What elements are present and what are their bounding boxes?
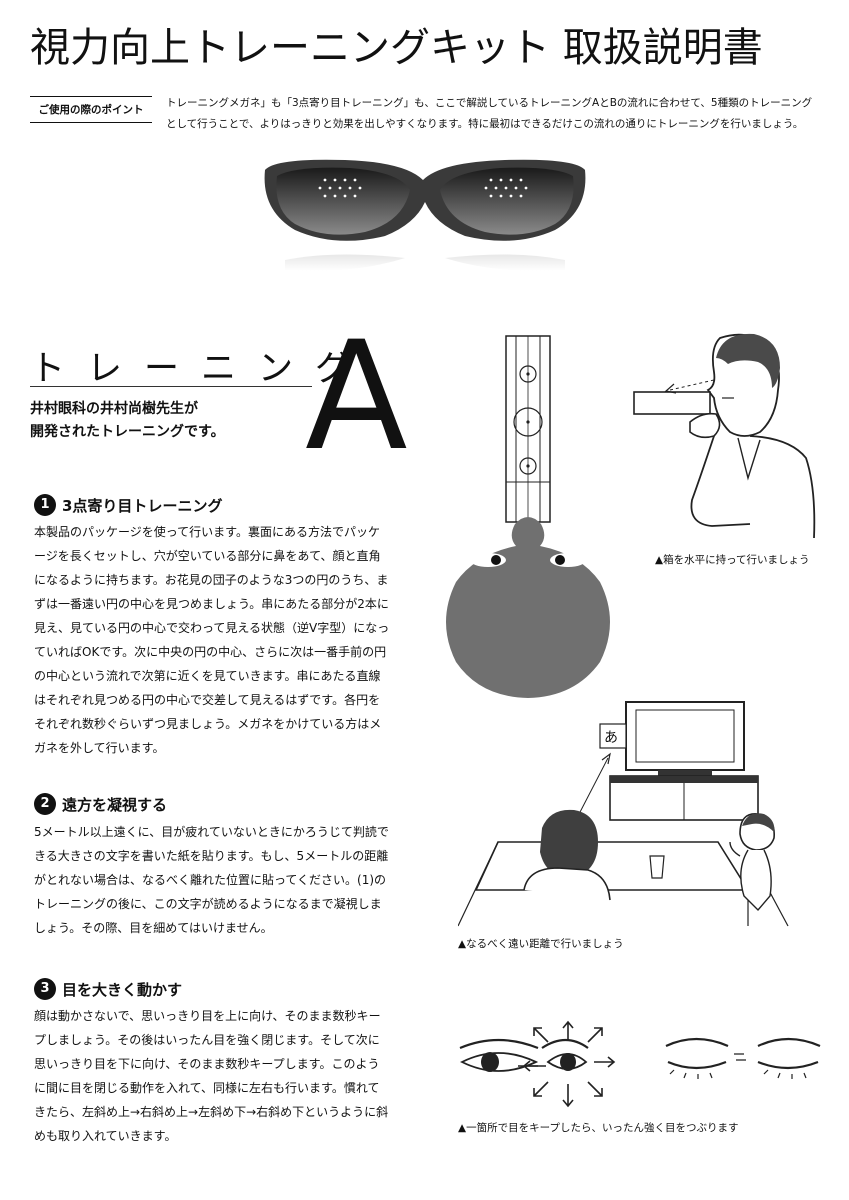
section-3-number: 3 bbox=[34, 978, 56, 1000]
up-arrow-icon: ▲ bbox=[655, 554, 664, 566]
box-caption: ▲箱を水平に持って行いましょう bbox=[655, 554, 810, 566]
training-letter: A bbox=[305, 310, 408, 484]
section-2-number: 2 bbox=[34, 793, 56, 815]
section-2-heading: 2 遠方を凝視する bbox=[34, 793, 167, 815]
eyes-caption: ▲一箇所で目をキープしたら、いったん強く目をつぶります bbox=[458, 1122, 739, 1134]
up-arrow-icon: ▲ bbox=[458, 938, 467, 950]
eight-direction-arrows-icon bbox=[533, 1020, 616, 1108]
distance-viewing-illustration: あ bbox=[458, 701, 789, 927]
section-1-title: 3点寄り目トレーニング bbox=[62, 496, 223, 515]
section-3-title: 目を大きく動かす bbox=[62, 980, 183, 999]
section-3-heading: 3 目を大きく動かす bbox=[34, 978, 182, 1000]
subtitle-line-1: 井村眼科の井村尚樹先生が bbox=[30, 401, 198, 417]
section-2-text: 5メートル以上遠くに、目が疲れていないときにかろうじて判読できる大きさの文字を書… bbox=[34, 825, 389, 935]
section-1-number: 1 bbox=[34, 494, 56, 516]
heading-rule bbox=[30, 386, 312, 387]
section-2-title: 遠方を凝視する bbox=[62, 795, 168, 814]
eye-movement-illustration bbox=[459, 1020, 821, 1108]
training-heading: トレーニング bbox=[30, 349, 373, 389]
page-title: 視力向上トレーニングキット 取扱説明書 bbox=[30, 25, 763, 71]
man-holding-box-illustration bbox=[633, 333, 816, 539]
package-three-circles-illustration bbox=[446, 335, 610, 698]
intro-text: トレーニングメガネ」も「3点寄り目トレーニング」も、ここで解説しているトレーニン… bbox=[166, 97, 813, 130]
tv-sign-text: あ bbox=[604, 730, 618, 746]
section-1-text: 本製品のパッケージを使って行います。裏面にある方法でパッケージを長くセットし、穴… bbox=[34, 525, 390, 755]
up-arrow-icon: ▲ bbox=[458, 1122, 467, 1134]
training-glasses-illustration bbox=[264, 159, 586, 271]
subtitle-line-2: 開発されたトレーニングです。 bbox=[30, 424, 225, 440]
distance-caption: ▲なるべく遠い距離で行いましょう bbox=[458, 938, 624, 950]
usage-point-label: ご使用の際のポイント bbox=[30, 96, 152, 123]
section-1-heading: 1 3点寄り目トレーニング bbox=[34, 494, 222, 516]
training-subtitle: 井村眼科の井村尚樹先生が 開発されたトレーニングです。 bbox=[30, 398, 310, 444]
section-3-text: 顔は動かさないで、思いっきり目を上に向け、そのまま数秒キープしましょう。その後は… bbox=[34, 1009, 389, 1143]
